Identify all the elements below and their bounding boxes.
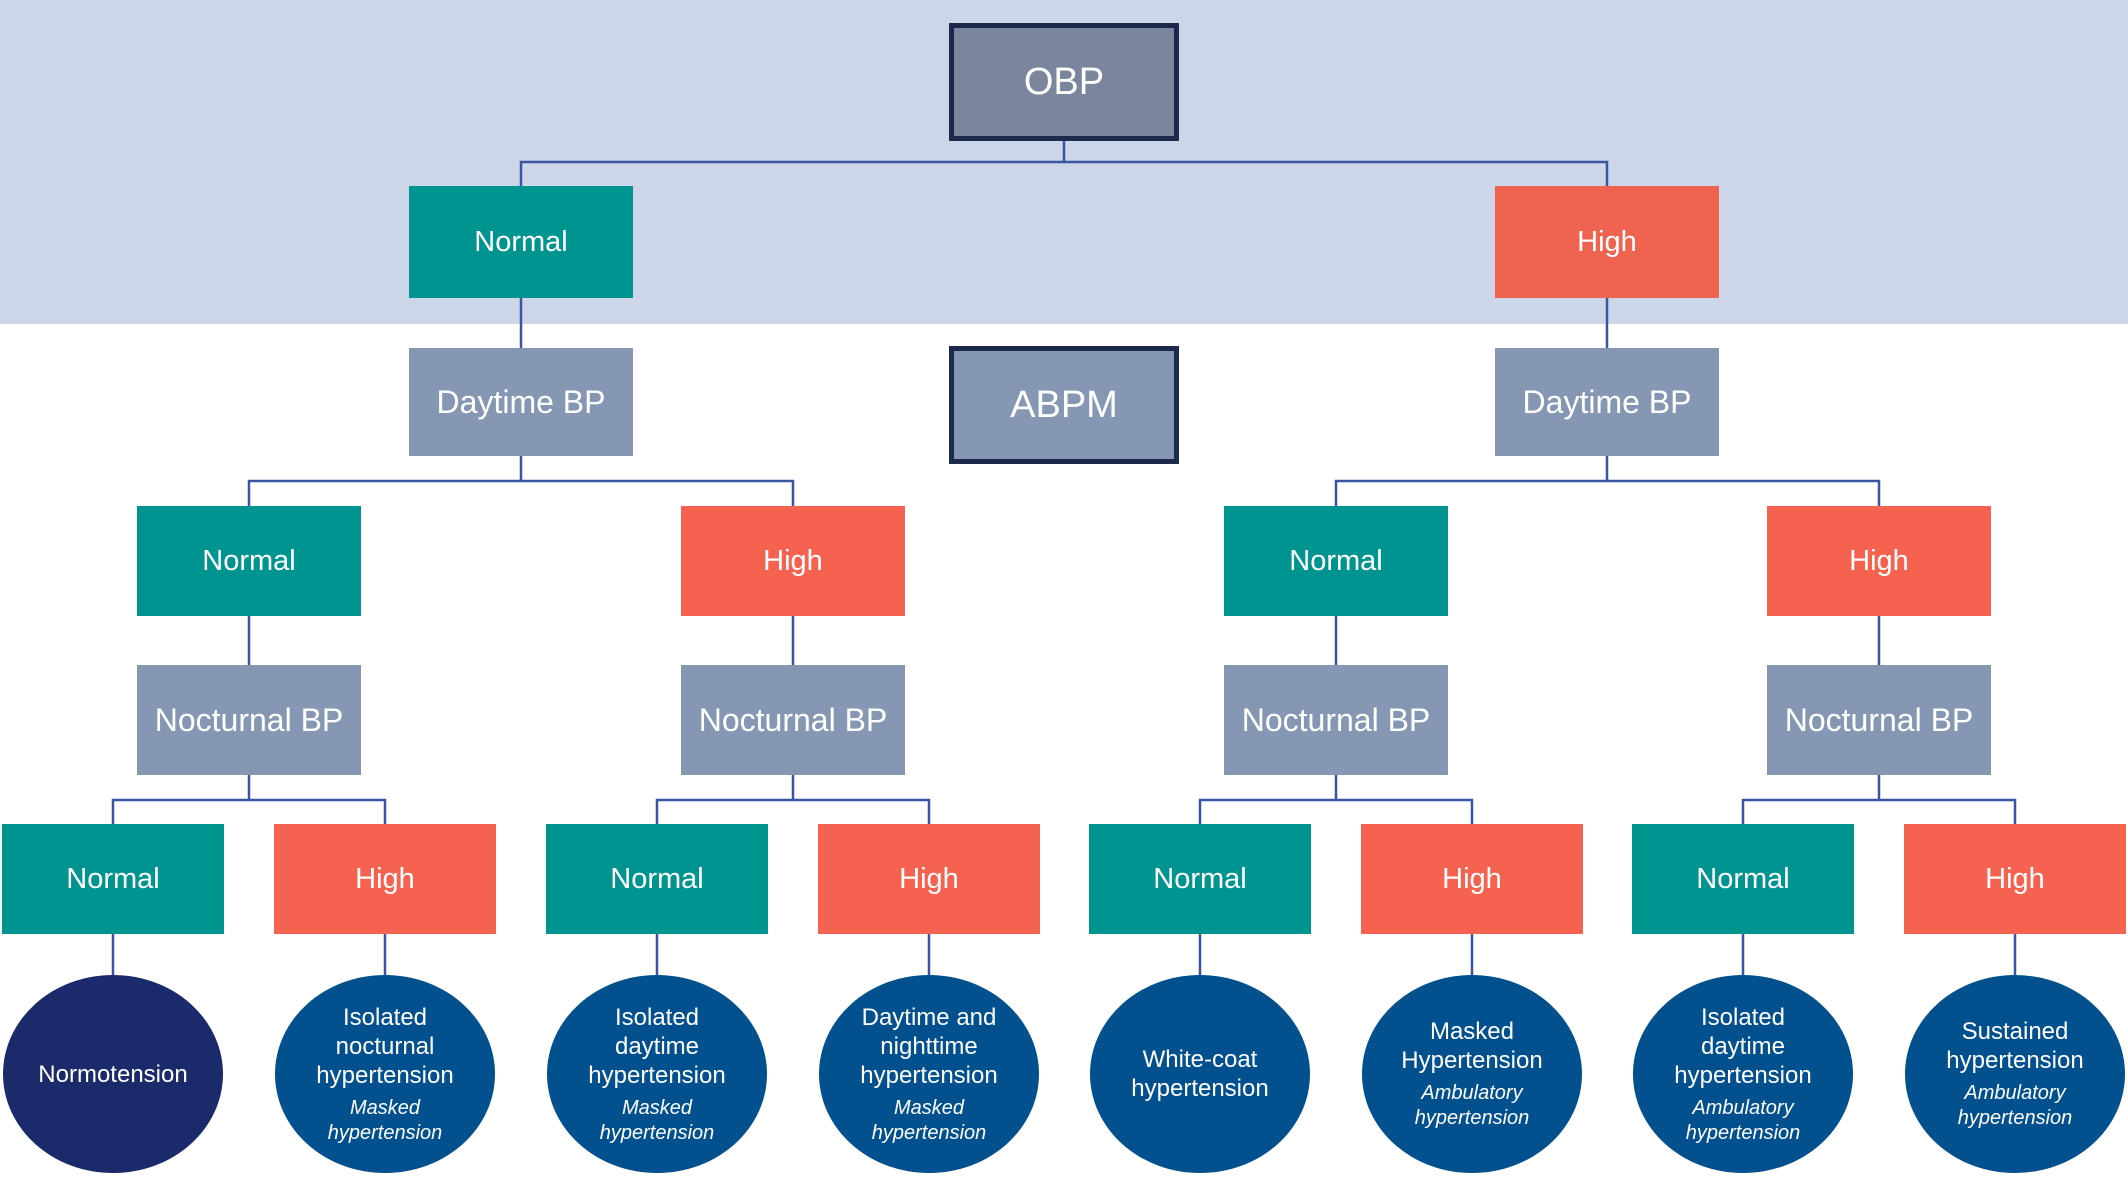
node-label: Nocturnal BP — [1241, 701, 1431, 738]
outcome-sublabel: Ambulatory hypertension — [1957, 1082, 2073, 1129]
node-label: Normal — [1696, 862, 1790, 895]
connector — [519, 140, 1066, 186]
node-label: Normal — [610, 862, 704, 895]
node-label: Daytime BP — [436, 383, 606, 420]
outcome-label: Isolated daytime hypertension — [1674, 1003, 1812, 1089]
connector — [1334, 456, 1609, 506]
outcome-normotension: Normotension — [3, 975, 223, 1173]
outcome-daytime-nighttime: Daytime and nighttime hypertension Maske… — [819, 975, 1039, 1173]
daytime-bp-node-left: Daytime BP — [409, 348, 633, 456]
obp-root-box: OBP — [949, 23, 1179, 141]
outcome-sublabel: Masked hypertension — [871, 1096, 987, 1144]
outcome-label: White-coat hypertension — [1131, 1046, 1269, 1102]
node-label: Normal — [474, 225, 568, 258]
nocturnal-bp-node: Nocturnal BP — [137, 665, 361, 775]
outcome-sublabel: Masked hypertension — [327, 1096, 443, 1144]
nocturnal-high-node: High — [274, 824, 496, 934]
connector — [1879, 798, 2017, 824]
node-label: High — [1985, 862, 2045, 895]
nocturnal-normal-node: Normal — [1089, 824, 1311, 934]
node-label: Normal — [66, 862, 160, 895]
nocturnal-high-node: High — [1904, 824, 2126, 934]
outcome-isolated-nocturnal: Isolated nocturnal hypertension Masked h… — [275, 975, 495, 1173]
node-label: Daytime BP — [1522, 383, 1692, 420]
connector — [1607, 479, 1881, 506]
daytime-bp-node-right: Daytime BP — [1495, 348, 1719, 456]
nocturnal-normal-node: Normal — [2, 824, 224, 934]
node-label: Normal — [202, 544, 296, 577]
node-label: High — [763, 544, 823, 577]
daytime-high-node: High — [1767, 506, 1991, 616]
outcome-label: Sustained hypertension — [1946, 1018, 2084, 1074]
connector — [1064, 160, 1609, 186]
outcome-isolated-daytime: Isolated daytime hypertension Masked hyp… — [547, 975, 767, 1173]
obp-high-node: High — [1495, 186, 1719, 298]
node-label: High — [1442, 862, 1502, 895]
nocturnal-bp-node: Nocturnal BP — [1224, 665, 1448, 775]
daytime-high-node: High — [681, 506, 905, 616]
nocturnal-normal-node: Normal — [1632, 824, 1854, 934]
daytime-normal-node: Normal — [1224, 506, 1448, 616]
connector — [521, 479, 795, 506]
obp-normal-node: Normal — [409, 186, 633, 298]
outcome-sublabel: Ambulatory hypertension — [1414, 1082, 1530, 1129]
nocturnal-high-node: High — [1361, 824, 1583, 934]
node-label: Nocturnal BP — [154, 701, 344, 738]
connector — [1198, 775, 1338, 824]
outcome-label: Daytime and nighttime hypertension — [860, 1003, 998, 1089]
outcome-sublabel: Masked hypertension — [599, 1096, 715, 1144]
connector — [793, 798, 931, 824]
outcome-label: Isolated nocturnal hypertension — [316, 1003, 454, 1089]
outcome-sublabel: Ambulatory hypertension — [1685, 1096, 1801, 1144]
node-label: High — [1577, 225, 1637, 258]
outcome-isolated-daytime-ambulatory: Isolated daytime hypertension Ambulatory… — [1633, 975, 1853, 1173]
outcome-white-coat: White-coat hypertension — [1090, 975, 1310, 1173]
node-label: Normal — [1289, 544, 1383, 577]
node-label: Nocturnal BP — [1784, 701, 1974, 738]
node-label: High — [355, 862, 415, 895]
connector — [111, 775, 251, 824]
connector — [655, 775, 795, 824]
nocturnal-high-node: High — [818, 824, 1040, 934]
outcome-label: Masked Hypertension — [1401, 1018, 1543, 1074]
node-label: Nocturnal BP — [698, 701, 888, 738]
nocturnal-normal-node: Normal — [546, 824, 768, 934]
connector — [1741, 775, 1881, 824]
abpm-label-box: ABPM — [949, 346, 1179, 464]
connector — [247, 456, 523, 506]
node-label: High — [1849, 544, 1909, 577]
node-label: Normal — [1153, 862, 1247, 895]
outcome-masked: Masked Hypertension Ambulatory hypertens… — [1362, 975, 1582, 1173]
connector — [1336, 798, 1474, 824]
node-label: High — [899, 862, 959, 895]
nocturnal-bp-node: Nocturnal BP — [1767, 665, 1991, 775]
outcome-label: Isolated daytime hypertension — [588, 1003, 726, 1089]
nocturnal-bp-node: Nocturnal BP — [681, 665, 905, 775]
connector — [249, 798, 387, 824]
outcome-label: Normotension — [38, 1060, 188, 1088]
obp-label: OBP — [1023, 60, 1105, 103]
daytime-normal-node: Normal — [137, 506, 361, 616]
abpm-label: ABPM — [1010, 383, 1118, 426]
outcome-sustained: Sustained hypertension Ambulatory hypert… — [1905, 975, 2125, 1173]
